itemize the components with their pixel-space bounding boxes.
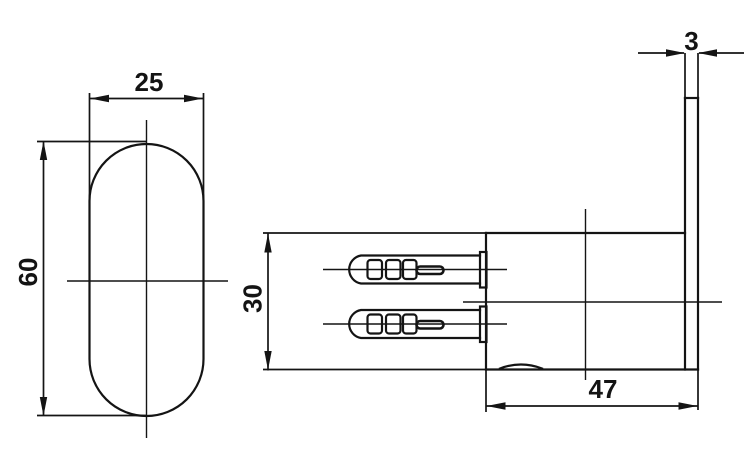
- arrowhead-up: [39, 141, 48, 160]
- side-view: [323, 96, 722, 380]
- arrowhead-up: [264, 233, 272, 253]
- dimension-front-height: 60: [13, 140, 147, 417]
- arm-bottom-fillet-arc: [498, 363, 544, 370]
- arrowhead-inward-right: [698, 49, 717, 57]
- dimension-label-3: 3: [684, 26, 698, 56]
- anchor-rib: [366, 258, 384, 281]
- anchor-collar: [478, 305, 488, 344]
- dimension-arm-height: 30: [238, 232, 486, 371]
- dimension-label-60: 60: [13, 258, 43, 287]
- arrowhead-inward-left: [666, 49, 685, 57]
- anchor-rib: [384, 313, 402, 335]
- dimension-label-47: 47: [589, 374, 618, 404]
- anchor-body: [348, 254, 482, 285]
- dimension-label-30: 30: [238, 284, 268, 313]
- arrowhead-left: [90, 94, 109, 103]
- dimension-label-25: 25: [135, 67, 164, 97]
- arrowhead-down: [264, 351, 272, 370]
- dimension-projection-depth: 47: [485, 369, 699, 412]
- arrowhead-left: [486, 402, 506, 410]
- anchor-rib: [384, 258, 402, 281]
- wall-anchor-top: [323, 250, 507, 289]
- anchor-rib: [366, 313, 384, 335]
- screw: [415, 319, 445, 330]
- arrowhead-right: [184, 94, 203, 103]
- wall-anchor-bottom: [323, 305, 507, 344]
- anchor-body: [348, 308, 482, 340]
- arrowhead-right: [678, 402, 698, 410]
- screw: [415, 265, 445, 276]
- dimension-front-width: 25: [88, 67, 205, 203]
- dimension-plate-thickness: 3: [638, 26, 744, 98]
- arrowhead-down: [39, 397, 48, 416]
- anchor-collar: [478, 250, 488, 289]
